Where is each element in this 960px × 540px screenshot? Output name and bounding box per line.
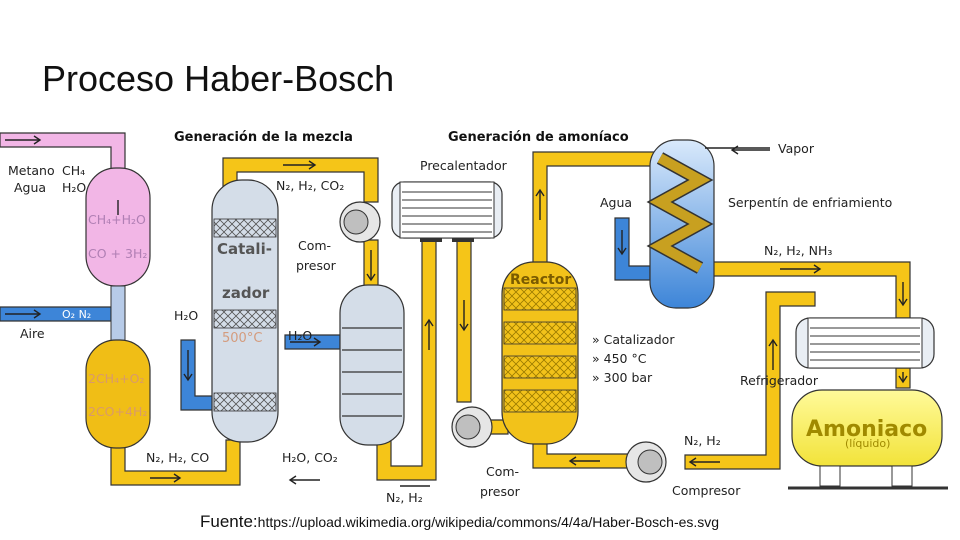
reactor-label: Reactor (510, 272, 571, 288)
feed-water-formula: H₂O (62, 180, 86, 195)
reformer-bottom-product: 2CO+4H₂ (88, 404, 147, 419)
water-in-1-label: H₂O (174, 308, 198, 323)
steam-label: Vapor (778, 141, 815, 156)
water-in-2-label: H₂O (288, 328, 312, 343)
reformer-bottom-reaction: 2CH₄+O₂ (88, 371, 144, 386)
condition-temperature: » 450 °C (592, 351, 647, 366)
cooling-coil-vessel (646, 139, 715, 309)
compressor-2-label-2: presor (480, 484, 521, 499)
cooling-water-label: Agua (600, 195, 632, 210)
recycle-n2h2-label: N₂, H₂ (684, 433, 721, 448)
stream-n2h2co2-label: N₂, H₂, CO₂ (276, 178, 344, 193)
reformer-top (85, 167, 151, 343)
section-ammonia-header: Generación de amoníaco (448, 130, 629, 145)
compressor-2-label-1: Com- (486, 464, 519, 479)
compressor-3 (625, 441, 667, 483)
catalyst-label-2: zador (222, 284, 270, 302)
compressor-1-label-1: Com- (298, 238, 331, 253)
section-mix-header: Generación de la mezcla (174, 130, 353, 145)
stream-n2h2co-label: N₂, H₂, CO (146, 450, 209, 465)
source-lead: Fuente: (200, 512, 258, 531)
reformer-top-reaction: CH₄+H₂O (88, 212, 146, 227)
ammonia-state-label: (líquido) (845, 437, 890, 450)
absorber-column (339, 284, 405, 446)
refrigerator-label: Refrigerador (740, 373, 819, 388)
preheater-label: Precalentador (420, 158, 508, 173)
feed-methane-label: Metano (8, 163, 55, 178)
catalyst-column (211, 179, 279, 443)
out-h2o-co2-label: H₂O, CO₂ (282, 450, 338, 465)
catalyst-label-1: Catali- (217, 240, 272, 258)
feed-air-label: Aire (20, 326, 45, 341)
reactor-vessel (501, 261, 579, 445)
compressor-1-label-2: presor (296, 258, 337, 273)
source-url[interactable]: https://upload.wikimedia.org/wikipedia/c… (257, 514, 720, 530)
catalyst-temp-label: 500°C (222, 331, 262, 346)
feed-water-label: Agua (14, 180, 46, 195)
stream-n2h2nh3-label: N₂, H₂, NH₃ (764, 243, 832, 258)
feed-methane-formula: CH₄ (62, 163, 85, 178)
preheater (391, 181, 503, 242)
stream-n2h2-bottom-label: N₂, H₂ (386, 490, 423, 505)
page-title: Proceso Haber-Bosch (42, 58, 395, 99)
ammonia-label: Amoniaco (806, 417, 927, 442)
cooling-coil-label: Serpentín de enfriamiento (728, 195, 892, 210)
source-citation: Fuente:https://upload.wikimedia.org/wiki… (200, 512, 719, 532)
compressor-1 (339, 201, 381, 243)
reformer-top-product: CO + 3H₂ (88, 246, 147, 261)
compressor-2 (451, 406, 493, 448)
condition-pressure: » 300 bar (592, 370, 653, 385)
compressor-3-label: Compresor (672, 483, 741, 498)
reformer-bottom (85, 339, 151, 449)
refrigerator (795, 317, 935, 369)
air-o2n2-label: O₂ N₂ (62, 308, 91, 321)
ammonia-tank (788, 389, 948, 490)
condition-catalyst: » Catalizador (592, 332, 675, 347)
